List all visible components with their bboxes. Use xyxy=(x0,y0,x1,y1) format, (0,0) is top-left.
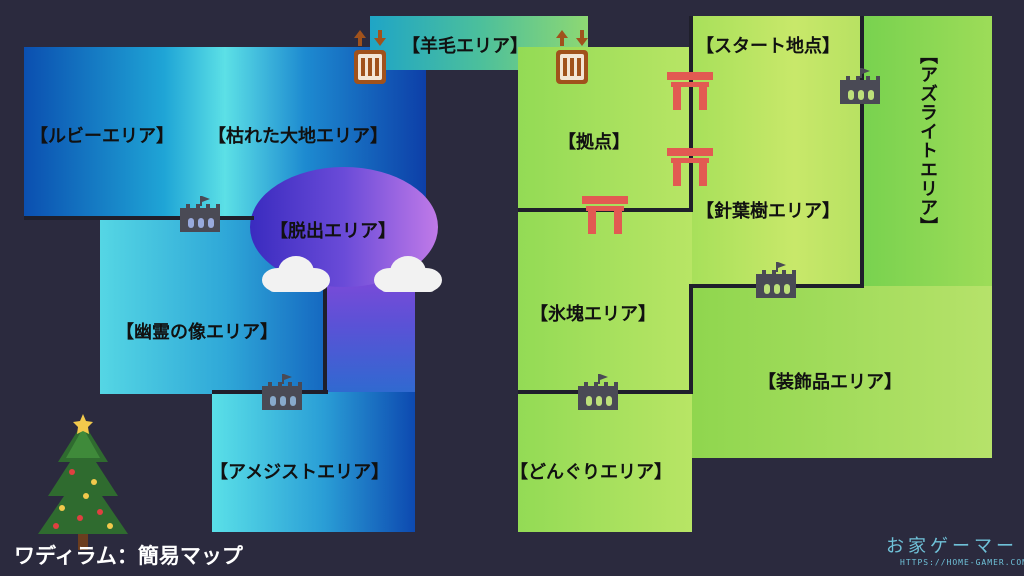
zone-amethyst xyxy=(212,392,415,532)
zone-label-yurei: 【幽霊の像エリア】 xyxy=(116,322,278,343)
zone-kyoten xyxy=(518,47,692,212)
zone-label-start: 【スタート地点】 xyxy=(696,36,840,57)
zone-label-kyoten: 【拠点】 xyxy=(558,132,630,153)
brand-url: HTTPS://HOME-GAMER.COM/ xyxy=(900,558,1024,567)
zone-label-soushoku: 【装飾品エリア】 xyxy=(758,372,902,393)
wall-line xyxy=(24,216,254,220)
zone-label-hyoukai: 【氷塊エリア】 xyxy=(530,304,656,325)
zone-soushoku xyxy=(690,286,992,458)
zone-donguri xyxy=(518,392,692,532)
zone-label-dasshutsu: 【脱出エリア】 xyxy=(270,221,396,242)
castle-icon xyxy=(840,68,880,104)
elevator-icon xyxy=(556,30,588,84)
cloud-icon xyxy=(374,256,442,292)
zone-escape-corridor xyxy=(325,280,415,394)
wall-line xyxy=(860,16,864,286)
castle-icon xyxy=(756,262,796,298)
zone-label-donguri: 【どんぐりエリア】 xyxy=(510,462,672,483)
zone-start-shinyoju xyxy=(690,16,864,286)
elevator-icon xyxy=(354,30,386,84)
brand-logo: お家ゲーマー xyxy=(886,536,1018,557)
wall-line xyxy=(689,284,693,394)
torii-gate-icon xyxy=(582,196,628,234)
wall-line xyxy=(323,282,327,394)
christmas-tree-icon xyxy=(38,414,128,550)
zone-hyoukai xyxy=(518,210,692,394)
zone-label-amethyst: 【アメジストエリア】 xyxy=(210,462,390,483)
zone-label-shinyoju: 【針葉樹エリア】 xyxy=(696,201,840,222)
wall-line xyxy=(689,16,693,210)
zone-label-azurite: 【アズライトエリア】 xyxy=(917,46,938,236)
zone-label-youmou: 【羊毛エリア】 xyxy=(402,36,528,57)
torii-gate-icon xyxy=(667,72,713,110)
zone-label-kareta: 【枯れた大地エリア】 xyxy=(208,126,388,147)
castle-icon xyxy=(262,374,302,410)
zone-label-ruby: 【ルビーエリア】 xyxy=(30,126,174,147)
torii-gate-icon xyxy=(667,148,713,186)
castle-icon xyxy=(180,196,220,232)
castle-icon xyxy=(578,374,618,410)
cloud-icon xyxy=(262,256,330,292)
map-title: ワディラム：簡易マップ xyxy=(14,544,243,568)
zone-azurite xyxy=(862,16,992,288)
